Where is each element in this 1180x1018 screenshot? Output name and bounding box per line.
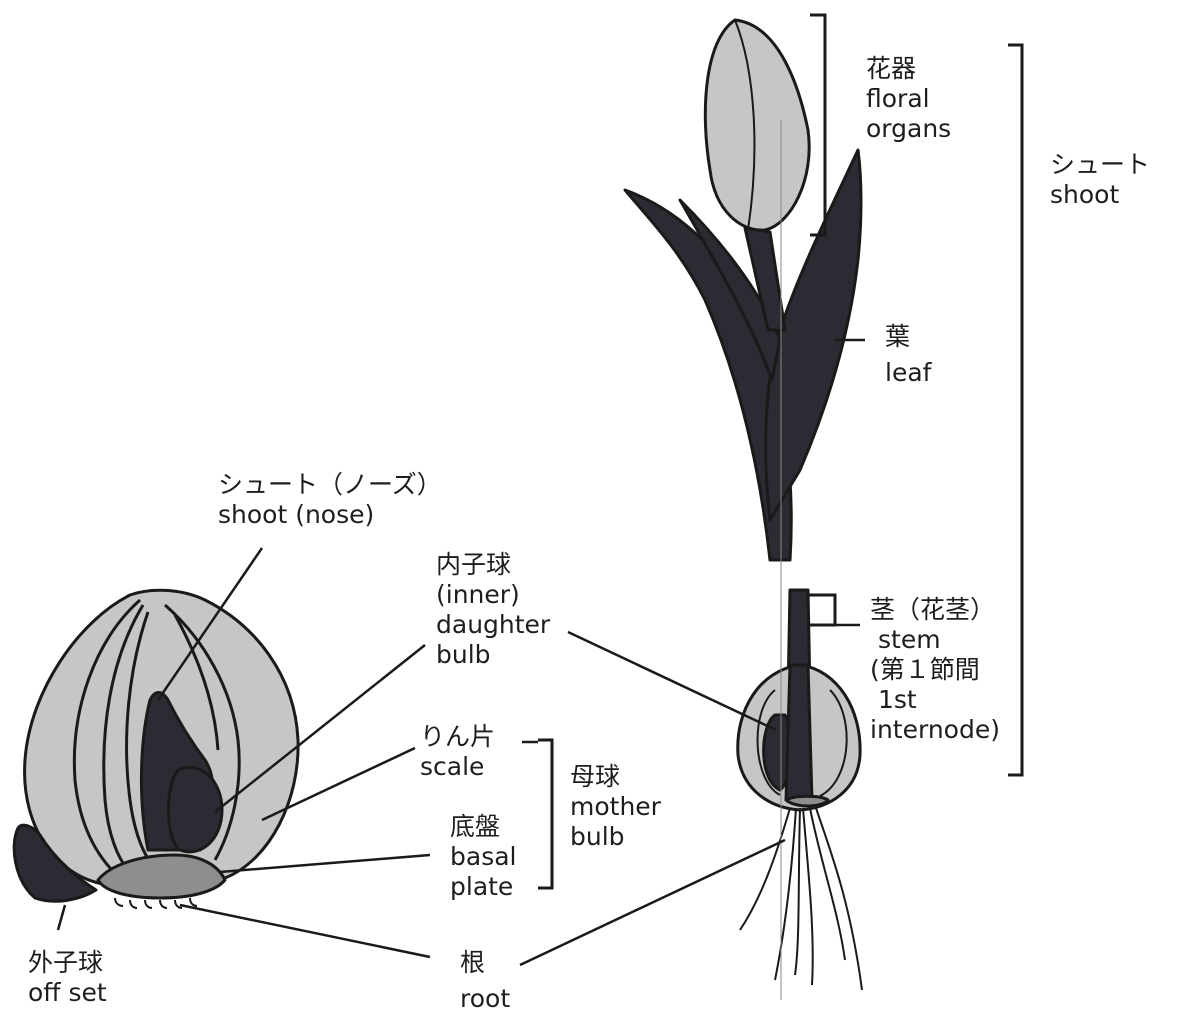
- label-shoot-right: シュート shoot: [1050, 150, 1150, 210]
- mother-bulb-jp: 母球: [570, 762, 661, 792]
- shoot-nose-jp: シュート（ノーズ）: [218, 470, 442, 500]
- label-scale: りん片 scale: [420, 722, 495, 782]
- stem-sub-1: (第１節間: [870, 655, 1000, 685]
- leaf-en: leaf: [885, 358, 931, 388]
- label-root: 根 root: [460, 948, 510, 1014]
- label-mother-bulb: 母球 mother bulb: [570, 762, 661, 852]
- label-shoot-nose: シュート（ノーズ） shoot (nose): [218, 470, 442, 530]
- stem-sub-3: internode): [870, 715, 1000, 745]
- root-jp: 根: [460, 948, 510, 978]
- basal-plate-en-2: plate: [450, 872, 516, 902]
- inner-daughter-bulb-en-3: bulb: [436, 640, 550, 670]
- stem-sub-2: 1st: [878, 685, 1000, 715]
- inner-daughter-bulb-en-1: (inner): [436, 580, 550, 610]
- bulb-cross-section: [14, 590, 298, 908]
- floral-organs-jp: 花器: [866, 54, 951, 84]
- bracket-floral: [810, 15, 825, 235]
- bracket-mother: [538, 740, 552, 888]
- basal-plate-en-1: basal: [450, 842, 516, 872]
- shoot-right-jp: シュート: [1050, 150, 1150, 180]
- flower: [705, 20, 809, 230]
- floral-organs-en-2: organs: [866, 114, 951, 144]
- label-leaf: 葉 leaf: [885, 322, 931, 388]
- mother-bulb-en-1: mother: [570, 792, 661, 822]
- inner-daughter-bulb: [168, 767, 222, 852]
- mother-bulb-en-2: bulb: [570, 822, 661, 852]
- bracket-stem: [808, 595, 835, 625]
- label-basal-plate: 底盤 basal plate: [450, 812, 516, 902]
- stem-jp: 茎（花茎）: [870, 595, 1000, 625]
- stem-en: stem: [878, 625, 1000, 655]
- inner-daughter-bulb-en-2: daughter: [436, 610, 550, 640]
- label-floral-organs: 花器 floral organs: [866, 54, 951, 144]
- label-offset: 外子球 off set: [28, 948, 107, 1008]
- label-stem: 茎（花茎） stem (第１節間 1st internode): [870, 595, 1000, 745]
- root-en: root: [460, 984, 510, 1014]
- floral-organs-en-1: floral: [866, 84, 951, 114]
- basal-plate-small: [786, 796, 828, 806]
- scale-en: scale: [420, 752, 495, 782]
- label-inner-daughter-bulb: 内子球 (inner) daughter bulb: [436, 550, 550, 670]
- inner-daughter-bulb-jp: 内子球: [436, 550, 550, 580]
- leaf-jp: 葉: [885, 322, 931, 352]
- shoot-nose-en: shoot (nose): [218, 500, 442, 530]
- basal-plate-jp: 底盤: [450, 812, 516, 842]
- shoot-right-en: shoot: [1050, 180, 1150, 210]
- roots: [740, 808, 862, 990]
- offset-jp: 外子球: [28, 948, 107, 978]
- offset-en: off set: [28, 978, 107, 1008]
- bracket-shoot: [1008, 45, 1022, 775]
- scale-jp: りん片: [420, 722, 495, 752]
